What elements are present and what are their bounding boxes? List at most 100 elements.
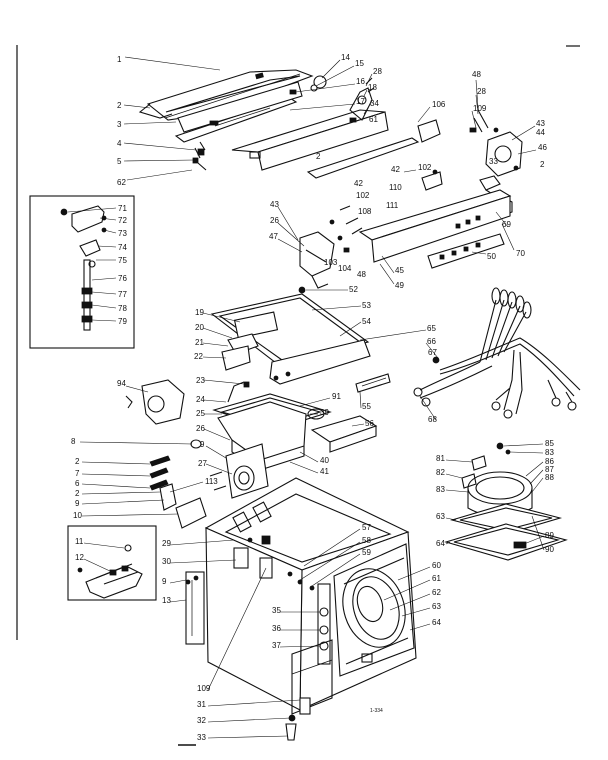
callout-1: 1 <box>117 55 122 64</box>
callout-78: 78 <box>118 304 127 313</box>
callout-7: 7 <box>75 469 80 478</box>
callout-61: 61 <box>432 574 441 583</box>
callout-71: 71 <box>118 204 127 213</box>
lid-hinge-parts <box>221 333 291 388</box>
inset-box-pump-clip <box>67 525 157 601</box>
callout-2: 2 <box>316 152 321 161</box>
callout-72: 72 <box>118 216 127 225</box>
callout-28: 28 <box>373 67 382 76</box>
callout-16: 16 <box>356 77 365 86</box>
callout-19: 19 <box>195 308 204 317</box>
door-latch-parts <box>149 439 207 529</box>
switch-mounting-bracket <box>358 189 512 269</box>
callout-8: 8 <box>71 437 76 446</box>
callout-17: 17 <box>356 97 365 106</box>
callout-83: 83 <box>545 448 554 457</box>
callout-43: 43 <box>270 200 279 209</box>
stamp-number: 1-334 <box>370 708 383 714</box>
callout-4: 4 <box>117 139 122 148</box>
callout-83: 83 <box>436 485 445 494</box>
callout-11: 11 <box>75 537 84 546</box>
callout-35: 35 <box>272 606 281 615</box>
callout-18: 18 <box>368 83 377 92</box>
callout-74: 74 <box>118 243 127 252</box>
callout-110: 110 <box>389 183 402 192</box>
callout-79: 79 <box>118 317 127 326</box>
callout-9: 9 <box>162 577 167 586</box>
callout-64: 64 <box>432 618 441 627</box>
callout-109: 109 <box>197 684 211 693</box>
timer-switch-parts <box>192 141 207 171</box>
callout-15: 15 <box>355 59 364 68</box>
control-knob-assembly <box>349 77 443 191</box>
backsplash-panel <box>231 109 420 179</box>
callout-103: 103 <box>324 258 338 267</box>
callout-63: 63 <box>432 602 441 611</box>
callout-111: 111 <box>386 201 399 210</box>
callout-62: 62 <box>432 588 441 597</box>
callout-102: 102 <box>356 191 370 200</box>
callout-108: 108 <box>358 207 372 216</box>
callout-53: 53 <box>362 301 371 310</box>
callout-28: 28 <box>477 87 486 96</box>
callout-59: 59 <box>362 548 371 557</box>
callout-104: 104 <box>338 264 352 273</box>
callout-77: 77 <box>118 290 127 299</box>
detergent-dispenser <box>310 415 378 453</box>
cabinet-base-frame <box>285 639 333 741</box>
callout-6: 6 <box>75 479 80 488</box>
callout-2: 2 <box>117 101 122 110</box>
callout-87: 87 <box>545 465 554 474</box>
callout-43: 43 <box>536 119 545 128</box>
callout-85: 85 <box>545 439 554 448</box>
callout-33: 33 <box>197 733 206 742</box>
callout-52: 52 <box>349 285 358 294</box>
callout-113: 113 <box>205 477 218 486</box>
callout-57: 57 <box>362 523 371 532</box>
callout-62: 62 <box>117 178 126 187</box>
callout-labels: 1234562141516172281834611064828109434446… <box>71 53 554 742</box>
callout-64: 64 <box>436 539 445 548</box>
callout-24: 24 <box>196 395 205 404</box>
callout-68: 68 <box>428 415 437 424</box>
callout-69: 69 <box>502 220 511 229</box>
callout-23: 23 <box>196 376 205 385</box>
callout-89: 89 <box>545 531 554 540</box>
callout-86: 86 <box>545 457 554 466</box>
callout-36: 36 <box>272 624 281 633</box>
callout-13: 13 <box>162 596 171 605</box>
callout-2: 2 <box>540 160 545 169</box>
callout-21: 21 <box>195 338 204 347</box>
callout-63: 63 <box>436 512 445 521</box>
cabinet-hardware <box>185 537 315 591</box>
callout-56: 56 <box>365 419 374 428</box>
callout-34: 34 <box>370 99 379 108</box>
callout-26: 26 <box>196 424 205 433</box>
callout-91: 91 <box>332 392 341 401</box>
callout-5: 5 <box>117 157 122 166</box>
callout-29: 29 <box>162 539 171 548</box>
callout-44: 44 <box>536 128 545 137</box>
callout-3: 3 <box>117 120 122 129</box>
inset-box-door-catch <box>29 195 135 349</box>
callout-39: 39 <box>320 408 329 417</box>
callout-65: 65 <box>427 324 436 333</box>
callout-75: 75 <box>118 256 127 265</box>
callout-45: 45 <box>395 266 404 275</box>
callout-55: 55 <box>362 402 371 411</box>
callout-109: 109 <box>473 104 487 113</box>
callout-81: 81 <box>436 454 445 463</box>
callout-102: 102 <box>418 163 432 172</box>
callout-2: 2 <box>75 457 80 466</box>
callout-46: 46 <box>538 143 547 152</box>
callout-2: 2 <box>75 489 80 498</box>
callout-33: 33 <box>489 157 498 166</box>
callout-37: 37 <box>272 641 281 650</box>
callout-20: 20 <box>195 323 204 332</box>
control-label-strip <box>355 373 391 393</box>
callout-10: 10 <box>73 511 82 520</box>
callout-66: 66 <box>427 337 436 346</box>
callout-42: 42 <box>391 165 400 174</box>
selector-switch-unit <box>299 205 363 289</box>
